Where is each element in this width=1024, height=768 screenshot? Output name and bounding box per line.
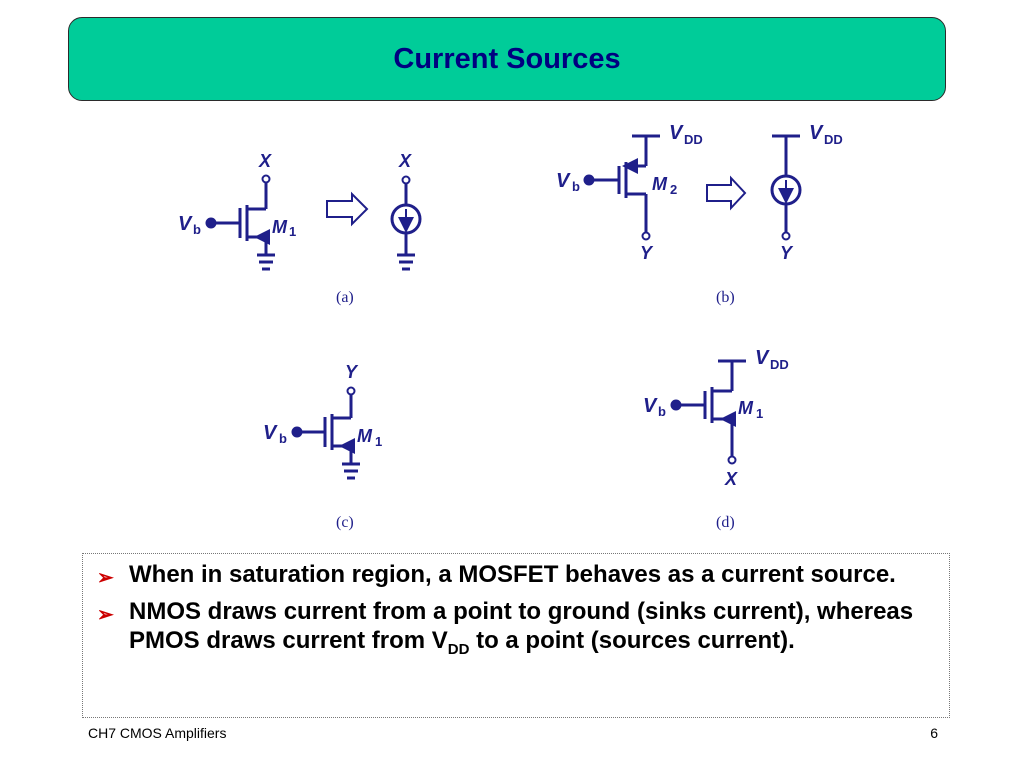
device-label: M — [357, 426, 373, 446]
caption-d: (d) — [716, 514, 735, 531]
bullet-item: ➢ NMOS draws current from a point to gro… — [97, 597, 935, 664]
bullet-list: ➢ When in saturation region, a MOSFET be… — [97, 560, 935, 664]
node-label-x: X — [724, 469, 738, 489]
supply-label-2: V — [809, 122, 824, 144]
current-source-a — [390, 175, 422, 271]
device-label: M — [272, 217, 288, 237]
device-label: M — [652, 174, 668, 194]
supply-label-sub: DD — [684, 132, 703, 147]
device-label: M — [738, 398, 754, 418]
circuit-figures: X V b M 1 X (a) — [178, 122, 843, 531]
bullet-text-2a: NMOS draws current from a point to groun… — [129, 598, 914, 654]
caption-b: (b) — [716, 289, 735, 306]
footer-course: CH7 CMOS Amplifiers — [88, 725, 227, 741]
device-label-sub: 2 — [670, 182, 677, 197]
supply-label: V — [755, 347, 770, 369]
device-label-sub: 1 — [289, 224, 296, 239]
node-label-y: Y — [640, 243, 654, 263]
device-label-sub: 1 — [756, 406, 763, 421]
current-source-b — [770, 134, 802, 241]
gate-label-sub: b — [658, 404, 666, 419]
bullet-text-1: When in saturation region, a MOSFET beha… — [129, 561, 896, 588]
gate-label: V — [263, 422, 278, 444]
supply-label-sub: DD — [770, 357, 789, 372]
supply-label-2-sub: DD — [824, 132, 843, 147]
figure-d: V DD V b M 1 X (d) — [643, 347, 789, 531]
hollow-arrow-icon — [326, 191, 369, 227]
gate-label: V — [643, 395, 658, 417]
terminal-x — [261, 174, 271, 184]
caption-a: (a) — [336, 289, 354, 306]
node-label-x-2: X — [398, 151, 412, 171]
device-label-sub: 1 — [375, 434, 382, 449]
gate-label: V — [556, 170, 571, 192]
title-bar: Current Sources — [68, 17, 946, 101]
figure-b: V DD V b M 2 Y V DD Y (b) — [556, 122, 843, 306]
nmos-transistor-c — [291, 386, 360, 480]
bullet-text-2-sub: DD — [447, 640, 470, 658]
bullet-text-2b: to a point (sources current). — [469, 627, 795, 654]
bullet-item: ➢ When in saturation region, a MOSFET be… — [97, 560, 935, 589]
node-label-x: X — [258, 151, 272, 171]
node-label-y-2: Y — [780, 243, 794, 263]
bullet-arrow-icon: ➢ — [97, 604, 114, 626]
gate-label: V — [178, 213, 193, 235]
page-number: 6 — [930, 725, 938, 741]
figure-a: X V b M 1 X (a) — [178, 151, 422, 306]
slide-title: Current Sources — [393, 42, 621, 75]
gate-label-sub: b — [279, 431, 287, 446]
figure-c: Y V b M 1 (c) — [263, 362, 382, 531]
gate-label-sub: b — [193, 222, 201, 237]
bullet-box: ➢ When in saturation region, a MOSFET be… — [82, 553, 950, 718]
hollow-arrow-icon — [706, 175, 747, 211]
caption-c: (c) — [336, 514, 354, 531]
bullet-arrow-icon: ➢ — [97, 567, 114, 589]
nmos-transistor-d — [670, 359, 746, 465]
pmos-transistor-b — [583, 134, 660, 241]
nmos-transistor-a — [205, 174, 275, 271]
supply-label: V — [669, 122, 684, 144]
gate-label-sub: b — [572, 179, 580, 194]
node-label-y: Y — [345, 362, 359, 382]
